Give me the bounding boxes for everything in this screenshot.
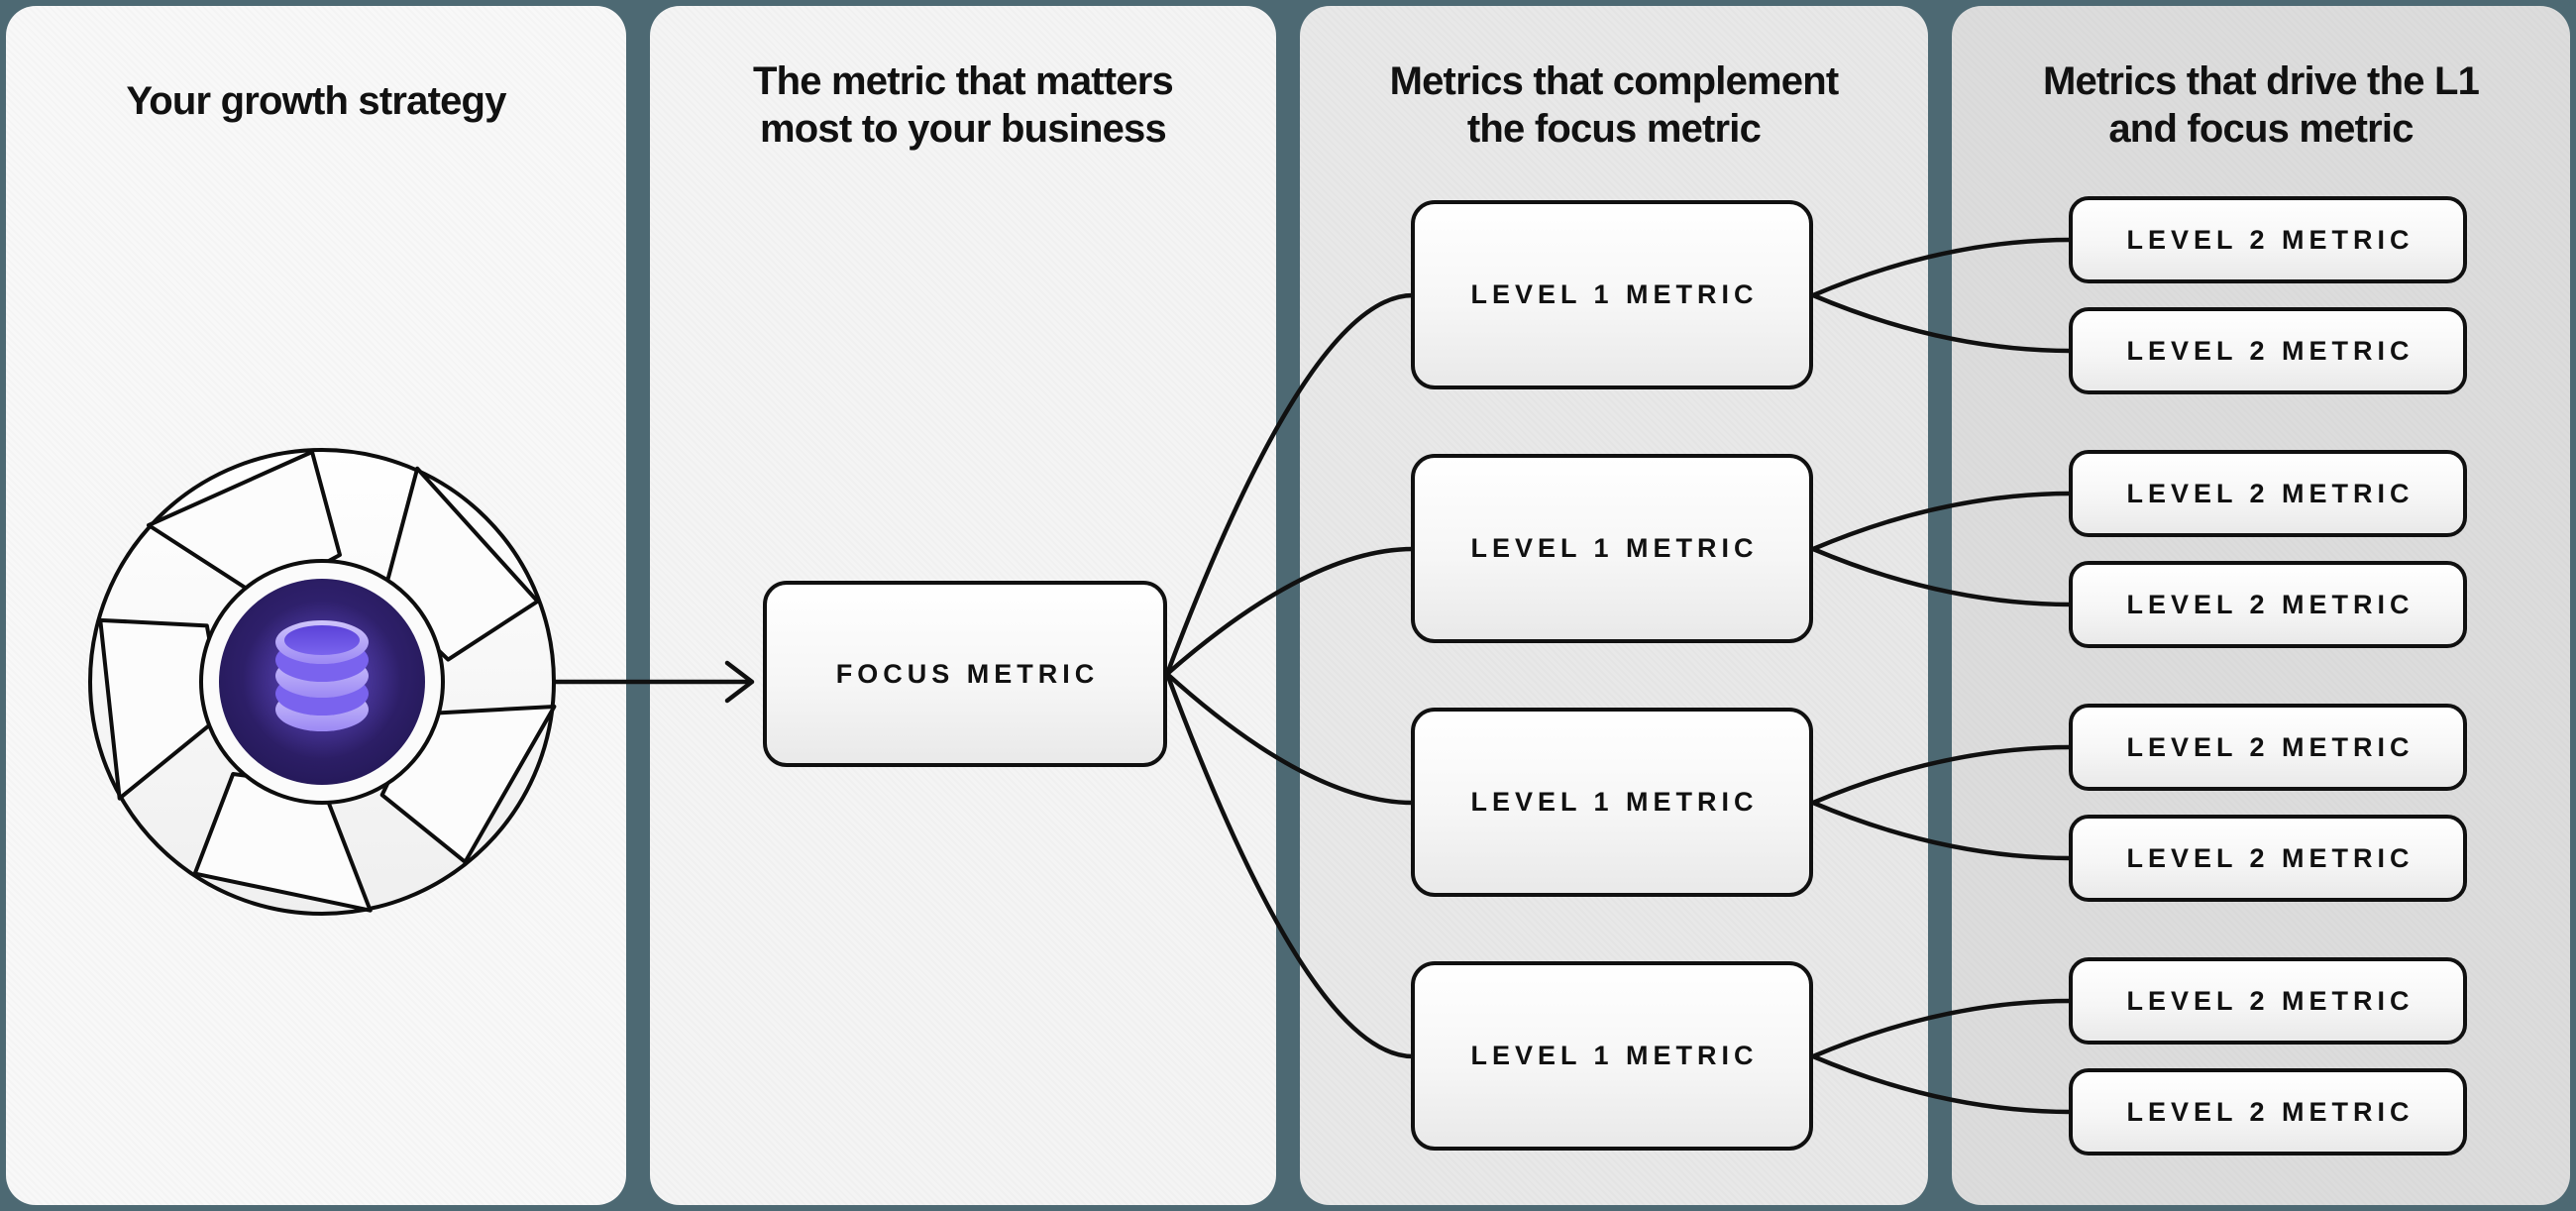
connector-curve [1810,800,2074,861]
connector-curve [1810,237,2074,298]
connector-curve [1164,292,1416,677]
arrow-right-icon [724,660,755,704]
focus-metric-label: FOCUS METRIC [835,658,1100,689]
level2-metric-box-2: LEVEL 2 METRIC [2069,307,2467,394]
column-title-level1-metrics: Metrics that complement the focus metric [1389,59,1840,151]
level1-metric-label: LEVEL 1 METRIC [1470,533,1759,563]
level2-metric-label: LEVEL 2 METRIC [2126,1096,2415,1127]
column-title-growth-strategy: Your growth strategy [126,79,506,123]
level2-metric-box-3: LEVEL 2 METRIC [2069,450,2467,537]
flywheel-graphic [88,448,557,916]
level2-metric-box-1: LEVEL 2 METRIC [2069,196,2467,283]
connector-curve [1164,671,1416,1059]
connector-curve [1810,292,2074,354]
column-title-level2-metrics: Metrics that drive the L1 and focus metr… [2042,59,2480,151]
connector-curve [1810,998,2074,1059]
level2-metric-box-5: LEVEL 2 METRIC [2069,704,2467,791]
connector-curve [1810,744,2074,806]
level1-metric-label: LEVEL 1 METRIC [1470,279,1759,309]
connector-curve [1810,1053,2074,1115]
level2-metric-label: LEVEL 2 METRIC [2126,589,2415,619]
level2-metric-box-7: LEVEL 2 METRIC [2069,957,2467,1045]
connector-curve [1810,546,2074,607]
level1-metric-box-4: LEVEL 1 METRIC [1411,961,1813,1151]
level2-metric-box-4: LEVEL 2 METRIC [2069,561,2467,648]
level1-metric-box-2: LEVEL 1 METRIC [1411,454,1813,643]
level1-metric-label: LEVEL 1 METRIC [1470,787,1759,817]
level1-metric-label: LEVEL 1 METRIC [1470,1041,1759,1070]
focus-metric-box: FOCUS METRIC [763,581,1167,767]
level1-metric-box-3: LEVEL 1 METRIC [1411,708,1813,897]
connector-curve [1810,491,2074,552]
level2-metric-label: LEVEL 2 METRIC [2126,224,2415,255]
level2-metric-box-8: LEVEL 2 METRIC [2069,1068,2467,1156]
column-title-focus-metric: The metric that matters most to your bus… [753,59,1174,151]
connector-curve [1164,546,1416,677]
level2-metric-label: LEVEL 2 METRIC [2126,985,2415,1016]
level2-metric-box-6: LEVEL 2 METRIC [2069,815,2467,902]
level2-metric-label: LEVEL 2 METRIC [2126,842,2415,873]
level2-metric-label: LEVEL 2 METRIC [2126,478,2415,508]
level2-metric-label: LEVEL 2 METRIC [2126,731,2415,762]
flywheel-icon [84,444,560,920]
level1-metric-box-1: LEVEL 1 METRIC [1411,200,1813,389]
connector-curve [1164,671,1416,806]
level2-metric-label: LEVEL 2 METRIC [2126,335,2415,366]
database-icon [275,620,369,731]
